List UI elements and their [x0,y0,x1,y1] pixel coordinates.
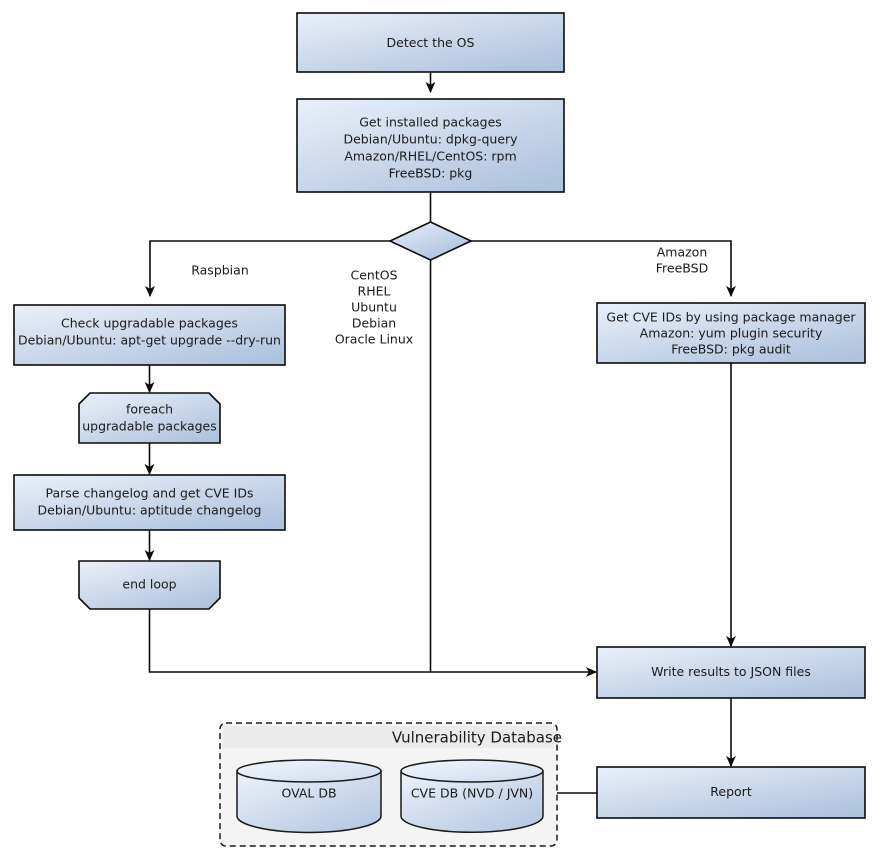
check-upgradable-line-1: Check upgradable packages [61,316,238,331]
node-report[interactable]: Report [596,766,866,819]
node-write-results[interactable]: Write results to JSON files [596,646,866,699]
get-installed-packages-line-2: Debian/Ubuntu: dpkg-query [343,132,518,147]
branch-label-amazon: Amazon [657,245,708,260]
oval-db-label: OVAL DB [281,786,336,801]
write-results-box[interactable] [596,646,866,699]
db-oval[interactable]: OVAL DB [236,759,382,834]
parse-changelog-box[interactable] [13,474,286,531]
write-results-label: Write results to JSON files [651,664,811,679]
get-installed-packages-line-4: FreeBSD: pkg [389,166,473,181]
branch-label-center: CentOS RHEL Ubuntu Debian Oracle Linux [335,268,413,347]
branch-label-ubuntu: Ubuntu [351,300,397,315]
cve-db-cylinder-top [400,759,544,783]
edges-layer [144,72,736,794]
foreach-loop-line-2: upgradable packages [82,419,217,434]
node-detect-os[interactable]: Detect the OS [296,12,565,73]
branch-label-centos: CentOS [350,268,397,283]
edge-decision-right [471,240,736,298]
detect-os-label: Detect the OS [387,35,475,50]
branch-label-oracle-linux: Oracle Linux [335,332,413,347]
branch-label-debian: Debian [352,316,396,331]
end-loop-label: end loop [122,577,176,592]
check-upgradable-box[interactable] [13,304,286,366]
node-end-loop[interactable]: end loop [78,560,221,610]
get-cve-ids-line-3: FreeBSD: pkg audit [671,342,791,357]
node-check-upgradable[interactable]: Check upgradable packages Debian/Ubuntu:… [13,304,286,366]
get-installed-packages-box[interactable] [296,98,565,193]
oval-db-cylinder-body[interactable] [236,770,382,834]
node-parse-changelog[interactable]: Parse changelog and get CVE IDs Debian/U… [13,474,286,531]
get-cve-ids-line-1: Get CVE IDs by using package manager [606,310,856,325]
foreach-loop-shape[interactable] [78,392,221,444]
parse-changelog-line-2: Debian/Ubuntu: aptitude changelog [38,503,262,518]
branch-label-freebsd: FreeBSD [656,261,708,276]
get-cve-ids-box[interactable] [596,302,866,364]
branch-label-raspbian: Raspbian [191,263,249,278]
node-get-installed-packages[interactable]: Get installed packages Debian/Ubuntu: dp… [296,98,565,193]
cve-db-label: CVE DB (NVD / JVN) [411,786,533,801]
detect-os-box[interactable] [296,12,565,73]
edge-endloop-to-write [148,609,598,677]
group-vulnerability-database: Vulnerability Database OVAL DB CVE DB (N… [219,722,562,847]
get-installed-packages-line-3: Amazon/RHEL/CentOS: rpm [344,149,516,164]
end-loop-shape[interactable] [78,560,221,610]
node-get-cve-ids[interactable]: Get CVE IDs by using package manager Ama… [596,302,866,364]
branch-label-right: Amazon FreeBSD [656,245,708,276]
foreach-loop-line-1: foreach [126,402,173,417]
cve-db-cylinder-body[interactable] [400,770,544,834]
os-decision-diamond[interactable] [388,221,473,261]
report-box[interactable] [596,766,866,819]
get-installed-packages-line-1: Get installed packages [359,115,502,130]
node-foreach-loop[interactable]: foreach upgradable packages [78,392,221,444]
branch-label-rhel: RHEL [358,284,391,299]
branch-label-left: Raspbian [191,263,249,278]
edge-decision-left [145,240,390,298]
vulnerability-database-header-band [223,726,554,748]
vulnerability-database-title: Vulnerability Database [392,729,562,747]
check-upgradable-line-2: Debian/Ubuntu: apt-get upgrade --dry-run [18,333,281,348]
report-label: Report [710,784,752,799]
parse-changelog-line-1: Parse changelog and get CVE IDs [46,486,254,501]
db-cve[interactable]: CVE DB (NVD / JVN) [400,759,544,834]
oval-db-cylinder-top [236,759,382,783]
node-os-decision[interactable] [388,221,473,261]
get-cve-ids-line-2: Amazon: yum plugin security [640,326,823,341]
